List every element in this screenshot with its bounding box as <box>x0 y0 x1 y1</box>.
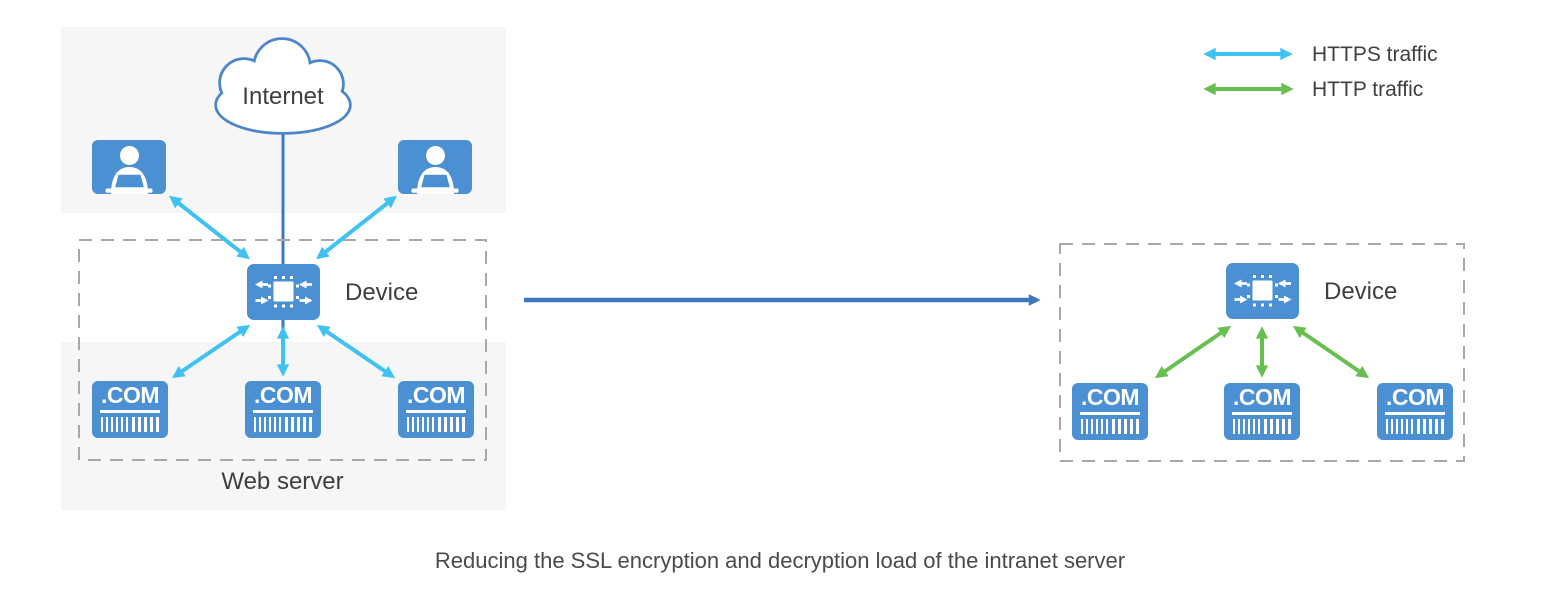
user-laptop-icon-left <box>92 140 166 194</box>
barcode-icon <box>1386 418 1444 434</box>
barcode-icon <box>1233 418 1291 434</box>
web-server-label: Web server <box>221 468 344 495</box>
com-underline <box>406 410 466 413</box>
device-label-left: Device <box>345 279 419 306</box>
https-arrow-device-com1 <box>171 324 251 379</box>
com-underline <box>1080 412 1140 415</box>
com-server-icon: .COM <box>398 381 474 438</box>
barcode-icon <box>1081 418 1139 434</box>
diagram-caption: Reducing the SSL encryption and decrypti… <box>434 548 1126 573</box>
com-server-label: .COM <box>1385 384 1445 410</box>
https-arrow-device-user-right <box>316 195 397 260</box>
com-server-icon: .COM <box>1377 383 1453 440</box>
com-server-label: .COM <box>1232 384 1292 410</box>
http-arrow-device-com3 <box>1292 325 1370 379</box>
com-server-icon: .COM <box>92 381 168 438</box>
com-server-icon: .COM <box>245 381 321 438</box>
internet-label: Internet <box>242 83 324 110</box>
com-server-label: .COM <box>253 382 313 408</box>
com-server-icon: .COM <box>1072 383 1148 440</box>
intranet-dashed-box <box>1059 243 1465 462</box>
https-arrow-device-com3 <box>316 324 396 379</box>
com-server-label: .COM <box>100 382 160 408</box>
switch-icon-left <box>247 264 320 320</box>
switch-icon-right <box>1226 263 1299 319</box>
barcode-icon <box>407 416 465 432</box>
legend-http-label: HTTP traffic <box>1312 78 1424 101</box>
com-server-label: .COM <box>1080 384 1140 410</box>
barcode-icon <box>254 416 312 432</box>
com-underline <box>253 410 313 413</box>
com-server-label: .COM <box>406 382 466 408</box>
user-laptop-icon-right <box>398 140 472 194</box>
com-underline <box>1385 412 1445 415</box>
https-arrow-device-user-left <box>169 195 250 260</box>
com-underline <box>100 410 160 413</box>
cloud-icon <box>214 37 352 135</box>
http-arrow-device-com1 <box>1154 325 1232 379</box>
barcode-icon <box>101 416 159 432</box>
device-label-right: Device <box>1324 278 1398 305</box>
legend-https-label: HTTPS traffic <box>1312 43 1438 66</box>
com-underline <box>1232 412 1292 415</box>
webserver-dashed-box <box>78 239 487 461</box>
com-server-icon: .COM <box>1224 383 1300 440</box>
